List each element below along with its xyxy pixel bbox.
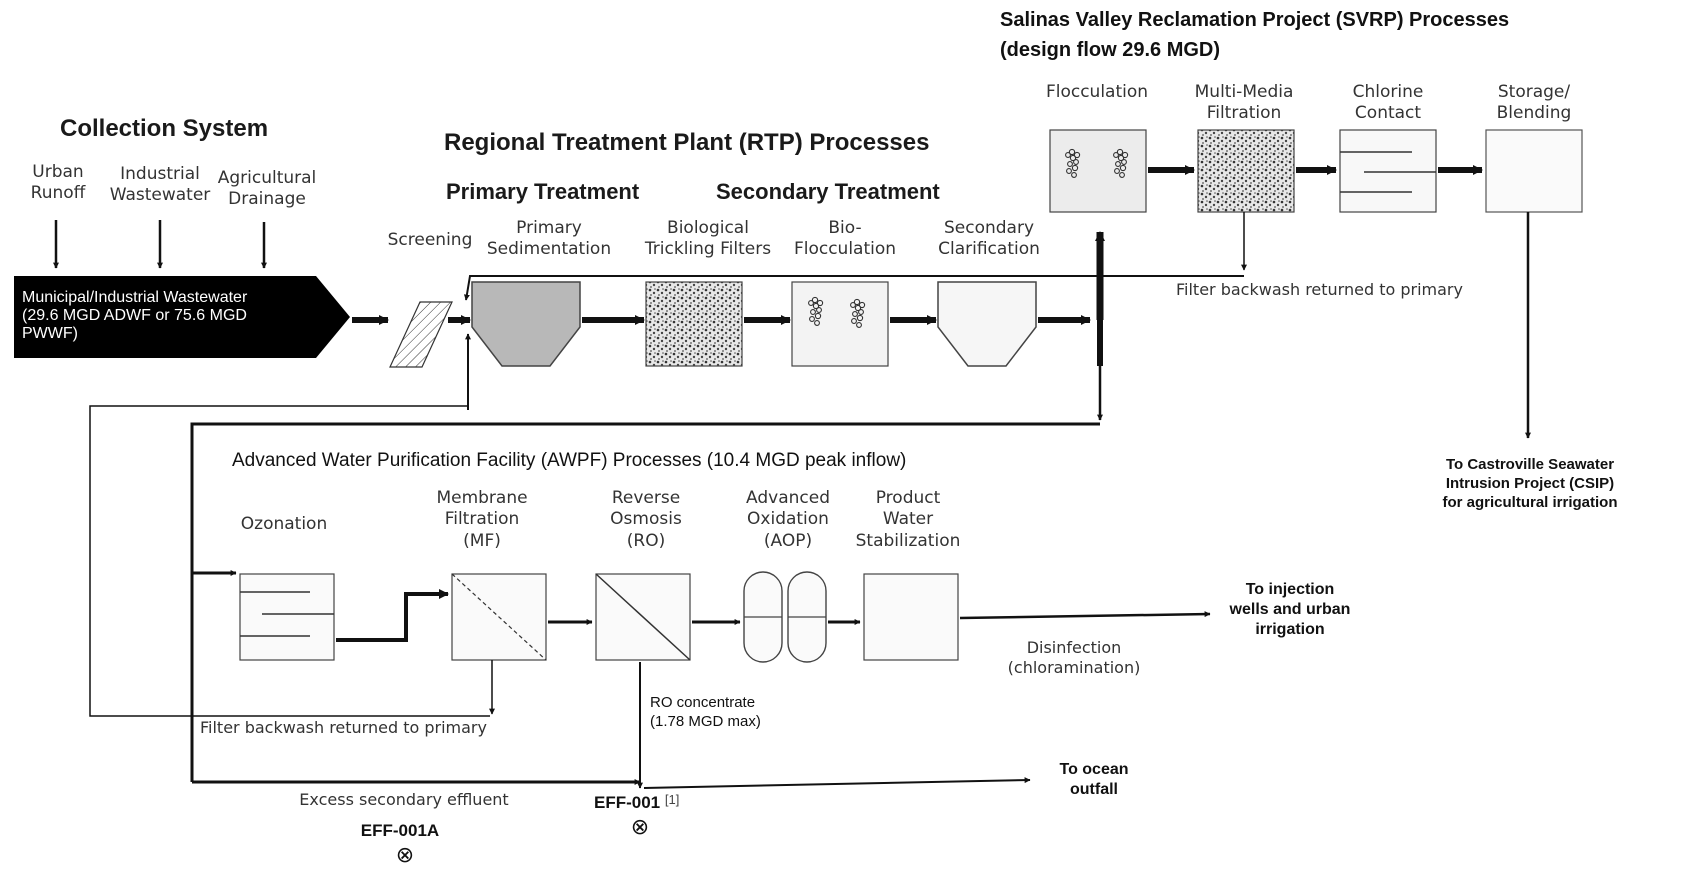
trickling-filter-unit: [645, 281, 743, 367]
label-bio-flocculation: Bio-Flocculation: [793, 218, 897, 260]
wastewater-source-banner: [14, 276, 350, 358]
label-screening: Screening: [387, 230, 473, 250]
label-ozonation: Ozonation: [240, 514, 328, 534]
eff-001-label: EFF-001 [1]: [594, 792, 680, 812]
membrane-filtration-unit: [451, 573, 547, 661]
ozonation-contactor: [239, 573, 335, 661]
reverse-osmosis-unit: [595, 573, 691, 661]
svrp-title-line2: (design flow 29.6 MGD): [1000, 39, 1221, 61]
secondary-treatment-heading: Secondary Treatment: [716, 179, 940, 204]
label-storage-blending: Storage/Blending: [1496, 82, 1572, 124]
awpf-feed-lines: [89, 333, 1100, 785]
chlorine-contact-basin: [1339, 129, 1437, 213]
bio-flocculation-unit: [791, 281, 889, 367]
secondary-clarifier-tank: [937, 281, 1037, 367]
storage-blending-unit: [1485, 129, 1583, 213]
primary-sedimentation-tank: [471, 281, 581, 367]
awpf-title: Advanced Water Purification Facility (AW…: [232, 450, 907, 471]
collection-system-title: Collection System: [60, 115, 269, 142]
multimedia-filter-unit: [1197, 129, 1295, 213]
eff-001a-monitoring-icon: ⊗: [395, 843, 415, 868]
awpf-backwash-note: Filter backwash returned to primary: [200, 718, 487, 737]
wastewater-source-label: Municipal/Industrial Wastewater(29.6 MGD…: [22, 289, 248, 342]
rtp-flow-arrows: [352, 231, 1105, 421]
advanced-oxidation-reactors: [743, 571, 827, 663]
svrp-backwash-note: Filter backwash returned to primary: [1176, 280, 1463, 299]
label-flocculation: Flocculation: [1045, 82, 1149, 102]
rtp-title: Regional Treatment Plant (RTP) Processes: [444, 129, 930, 156]
svrp-title-line1: Salinas Valley Reclamation Project (SVRP…: [1000, 9, 1510, 31]
collection-arrows: [53, 220, 267, 269]
screening-unit: [389, 301, 453, 368]
product-water-stabilization-unit: [863, 573, 959, 661]
excess-secondary-effluent-label: Excess secondary effluent: [299, 790, 509, 809]
svrp-flocculation-unit: [1049, 129, 1147, 213]
eff-001a-label: EFF-001A: [360, 821, 440, 840]
svrp-flow-arrows: [463, 165, 1531, 439]
ro-concentrate-note: RO concentrate(1.78 MGD max): [650, 694, 761, 730]
eff-001-footnote: [1]: [664, 792, 680, 807]
awpf-flow-arrows: [336, 589, 1211, 789]
eff-001-monitoring-icon: ⊗: [630, 815, 650, 840]
primary-treatment-heading: Primary Treatment: [446, 179, 640, 204]
label-disinfection: Disinfection(chloramination): [1007, 638, 1141, 677]
